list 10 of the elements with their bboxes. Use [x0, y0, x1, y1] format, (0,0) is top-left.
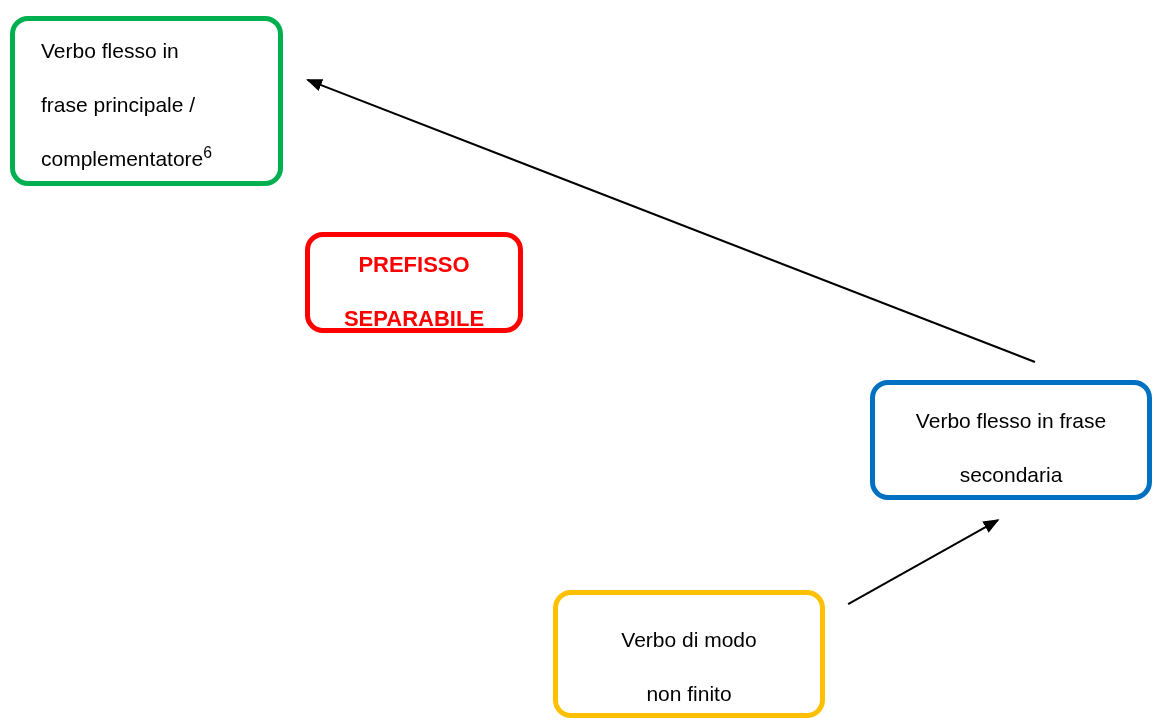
box-label: Verbo flesso in frase secondaria	[914, 408, 1108, 488]
arrow	[847, 519, 1000, 606]
box-label: PREFISSO SEPARABILE	[342, 251, 486, 333]
arrow	[306, 78, 1036, 363]
box-label: Verbo flesso in frase principale / complementatore$^{6}$	[40, 38, 213, 172]
rounded-box	[10, 16, 283, 186]
box-label: Verbo di modo non finito	[620, 627, 758, 707]
rounded-box	[553, 590, 825, 718]
rounded-box	[870, 380, 1152, 500]
rounded-box	[305, 232, 523, 333]
